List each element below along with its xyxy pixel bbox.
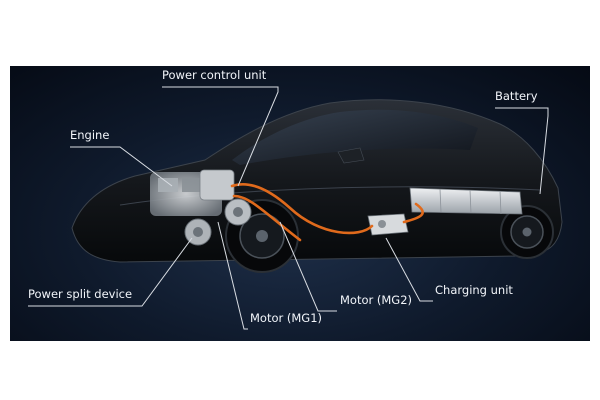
leader-engine xyxy=(70,146,173,187)
leader-lines xyxy=(28,86,549,330)
battery-pack xyxy=(409,187,523,215)
label-motor-mg1: Motor (MG1) xyxy=(250,311,323,325)
label-power-control-unit: Power control unit xyxy=(162,68,267,82)
leader-motor-mg1 xyxy=(217,221,248,330)
engine-block xyxy=(150,169,252,246)
charging-unit xyxy=(367,213,409,236)
label-engine: Engine xyxy=(70,128,110,142)
car-windows xyxy=(232,109,478,165)
leader-motor-mg2 xyxy=(279,221,337,312)
side-mirror xyxy=(337,147,365,164)
leader-battery xyxy=(495,107,549,195)
leader-charging-unit xyxy=(385,237,433,302)
hv-cables xyxy=(230,182,424,242)
label-motor-mg2: Motor (MG2) xyxy=(340,293,413,307)
label-charging-unit: Charging unit xyxy=(435,283,513,297)
label-power-split-device: Power split device xyxy=(28,287,133,301)
leader-power-split-device xyxy=(28,237,193,307)
label-battery: Battery xyxy=(495,89,538,103)
rear-wheel xyxy=(500,205,554,259)
leader-power-control-unit xyxy=(162,86,279,187)
